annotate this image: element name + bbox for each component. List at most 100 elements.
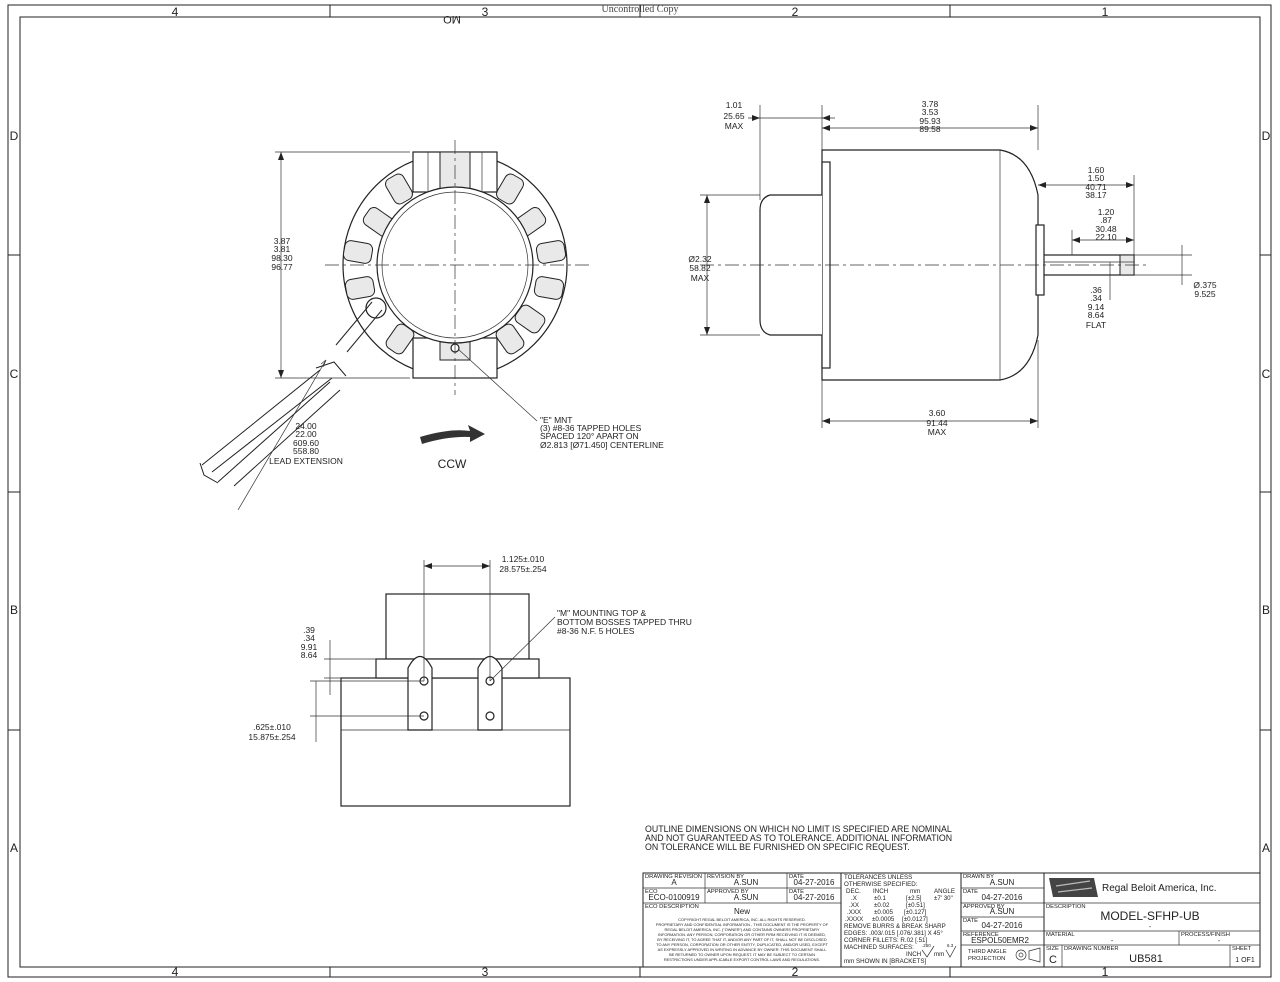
side-len-dim-2: 91.44 [926, 418, 948, 428]
side-dim-a-3: MAX [725, 121, 744, 131]
drawing-revision-value: A [671, 878, 677, 887]
tol-note-2: EDGES: .003/.015 [.076/.381] X 45° [844, 930, 943, 937]
lead-wires [199, 301, 383, 487]
copyright-line-9: RESTRICTIONS UNDER APPLICABLE EXPORT CON… [664, 957, 820, 962]
copyright-line-1: COPYRIGHT REGAL BELOIT AMERICA, INC. ALL… [678, 917, 806, 922]
tol-row-3-dec: .XXX [847, 909, 861, 916]
ccw-rotation-arrow [420, 425, 485, 444]
drawn-date-label: DATE [963, 889, 978, 895]
side-dia-dim-1: Ø2.32 [688, 254, 711, 264]
flat-dim-3: 9.14 [1088, 302, 1105, 312]
bottom-dim-left-3: 9.91 [301, 642, 318, 652]
bottom-view: 1.125±.010 28.575±.254 .39 .34 9.91 8.64… [248, 554, 692, 807]
tol-row-2-mm: [±0.51] [906, 902, 925, 909]
drawing-number-label: DRAWING NUMBER [1064, 946, 1119, 952]
side-dim-a-1: 1.01 [726, 100, 743, 110]
drawn-by-label: DRAWN BY [963, 874, 994, 880]
tol-header-mm: mm [910, 888, 920, 895]
zone-top-1: 1 [1102, 5, 1109, 19]
e-mount-note-2: (3) #8-36 TAPPED HOLES [540, 423, 642, 433]
tol-row-4-inch: ±0.0005 [872, 916, 895, 923]
surface-unit-inch: INCH [906, 951, 921, 958]
copyright-line-6: TO ANY PERSON, CORPORATION OR OTHER ENTI… [656, 942, 828, 947]
m-mount-note-2: BOTTOM BOSSES TAPPED THRU [557, 617, 692, 627]
revision-by-label: REVISION BY [707, 874, 744, 880]
rotation-label: CCW [438, 457, 467, 471]
tol-row-3-inch: ±0.005 [874, 909, 893, 916]
tolerances-title-2: OTHERWISE SPECIFIED: [844, 881, 918, 888]
front-view: 3.87 3.81 98.30 96.77 24.00 22.00 609.60… [199, 140, 664, 511]
side-len-dim-3: MAX [928, 427, 947, 437]
tol-row-4-mm: [±0.0127] [902, 916, 928, 923]
tol-row-2-inch: ±0.02 [874, 902, 890, 909]
zone-bottom-4: 4 [172, 965, 179, 979]
lead-extension-label: LEAD EXTENSION [269, 456, 343, 466]
general-note-line-3: ON TOLERANCE WILL BE FURNISHED ON SPECIF… [645, 842, 910, 852]
revision-date-label: DATE [789, 874, 804, 880]
uncontrolled-copy-note: Uncontrolled Copy [602, 4, 679, 15]
reference-value: ESPOL50EMR2 [971, 936, 1029, 945]
side-dim-c-2: 1.50 [1088, 173, 1105, 183]
zone-right-d: D [1262, 129, 1271, 143]
side-dim-a-2: 25.65 [723, 111, 745, 121]
zone-top-2: 2 [792, 5, 799, 19]
description-sub: - [1149, 924, 1152, 931]
copyright-line-2: PROPRIETARY AND CONFIDENTIAL INFORMATION… [656, 922, 829, 927]
description-value: MODEL-SFHP-UB [1100, 909, 1199, 923]
drawn-date-value: 04-27-2016 [982, 893, 1023, 902]
revision-date-value: 04-27-2016 [794, 878, 835, 887]
bottom-housing [340, 677, 571, 807]
zone-top-4: 4 [172, 5, 179, 19]
projection-line-1: THIRD ANGLE [968, 949, 1007, 955]
flat-dim-4: 8.64 [1088, 310, 1105, 320]
zone-left-c: C [10, 367, 19, 381]
front-height-dim-3: 98.30 [271, 253, 293, 263]
tol-row-2-dec: .XX [849, 902, 859, 909]
tol-row-1-dec: .X [851, 895, 857, 902]
tol-row-1-mm: [±2.5] [906, 895, 922, 902]
drawn-by-value: A.SUN [990, 878, 1015, 887]
title-block: DRAWING REVISION REVISION BY DATE ECO AP… [642, 872, 1261, 968]
copyright-line-5: BY RECEIVING IT, TO AGREE THAT IT, AND/O… [657, 937, 827, 942]
zone-right-a: A [1262, 841, 1270, 855]
zone-right-c: C [1262, 367, 1271, 381]
lead-dim-4: 558.80 [293, 446, 319, 456]
header-fragment: MO [443, 13, 461, 25]
drawing-revision-label: DRAWING REVISION [645, 874, 702, 880]
tol-row-4-dec: .XXXX [845, 916, 863, 923]
third-angle-projection-icon [1015, 947, 1041, 963]
m-hole-4 [485, 711, 495, 721]
approved-by-label: APPROVED BY [707, 889, 749, 895]
side-dim-c-4: 38.17 [1085, 190, 1107, 200]
bottom-dim-left-1: .39 [303, 625, 315, 635]
zone-left-b: B [10, 603, 18, 617]
reference-label: REFERENCE [963, 932, 999, 938]
side-dim-b-3: 95.93 [919, 116, 941, 126]
size-label: SIZE [1046, 946, 1059, 952]
side-view: 1.01 25.65 MAX 3.78 3.53 95.93 89.58 1.6… [688, 99, 1216, 437]
bottom-dim-top-1: 1.125±.010 [502, 554, 545, 564]
side-dim-b-2: 3.53 [922, 107, 939, 117]
surface-value-inch: .250 [922, 943, 931, 948]
side-dim-d-4: 22.10 [1095, 232, 1117, 242]
side-dim-d-3: 30.48 [1095, 224, 1117, 234]
approved2-date-label: DATE [963, 918, 978, 924]
bottom-top-cap [385, 593, 530, 660]
tol-row-3-mm: [±0.127] [904, 909, 927, 916]
eco-description-label: ECO DESCRIPTION [645, 904, 699, 910]
side-dia-dim-3: MAX [691, 273, 710, 283]
lead-dim-2: 22.00 [295, 429, 317, 439]
tolerances-title-1: TOLERANCES UNLESS [844, 874, 912, 881]
surface-finish-symbol [921, 945, 935, 958]
front-height-dim-4: 96.77 [271, 262, 293, 272]
side-dim-d-2: .87 [1100, 215, 1112, 225]
description-label: DESCRIPTION [1046, 904, 1086, 910]
zone-labels: 4 3 2 1 4 3 2 1 D C B A D C B A [10, 5, 1271, 979]
sheet-value: 1 OF1 [1235, 957, 1255, 964]
approved-date-value: 04-27-2016 [794, 893, 835, 902]
projection-line-2: PROJECTION [968, 956, 1005, 962]
bottom-dim-low-2: 15.875±.254 [248, 732, 295, 742]
side-dia-dim-2: 58.82 [689, 263, 711, 273]
side-dim-c-1: 1.60 [1088, 165, 1105, 175]
revision-by-value: A.SUN [734, 878, 759, 887]
